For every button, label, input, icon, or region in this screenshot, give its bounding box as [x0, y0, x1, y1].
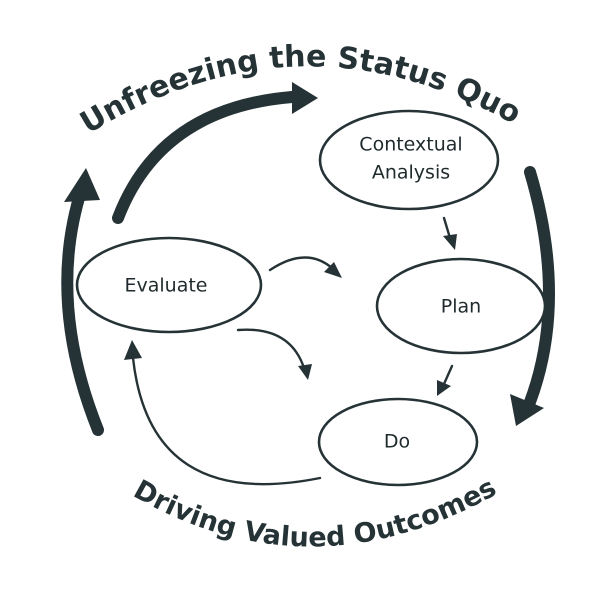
node-evaluate-shape: [75, 236, 263, 334]
node-evaluate: Evaluate: [75, 236, 263, 334]
arrow-do-to-evaluate: [131, 356, 322, 486]
node-do-label: Do: [384, 431, 410, 453]
node-plan-shape: [375, 257, 547, 355]
arrowhead-top-right: [292, 82, 318, 114]
arrowhead-do-to-evaluate: [124, 340, 142, 360]
bottom-title: Driving Valued Outcomes: [129, 472, 502, 554]
node-evaluate-label: Evaluate: [125, 275, 208, 297]
arrowhead-left-up: [64, 168, 100, 202]
arrowhead-analysis-to-plan: [443, 234, 457, 250]
arrow-evaluate-to-do-lower: [236, 328, 306, 370]
arrowhead-evaluate-lower: [298, 364, 312, 380]
arc-right-downward: [524, 166, 555, 408]
arrow-evaluate-to-plan-upper: [268, 256, 334, 272]
arrowhead-right-down: [510, 394, 544, 426]
inner-arrows: [124, 216, 457, 486]
node-do: Do: [317, 397, 479, 487]
arrowhead-plan-to-do: [437, 380, 451, 396]
arc-top-rightward: [112, 91, 298, 224]
node-plan: Plan: [375, 257, 547, 355]
node-contextual-analysis-line2: Analysis: [372, 162, 450, 184]
outer-cycle-arrows: [61, 82, 555, 436]
node-do-shape: [317, 397, 479, 487]
arrowhead-evaluate-upper: [324, 262, 342, 278]
node-contextual-analysis-shape: [318, 109, 500, 211]
node-contextual-analysis-line1: Contextual: [359, 134, 462, 156]
node-plan-label: Plan: [441, 296, 481, 318]
arrow-plan-to-do: [442, 364, 454, 386]
node-contextual-analysis: Contextual Analysis: [318, 109, 500, 211]
arc-left-upward: [61, 182, 104, 436]
arrow-analysis-to-plan: [442, 216, 452, 240]
